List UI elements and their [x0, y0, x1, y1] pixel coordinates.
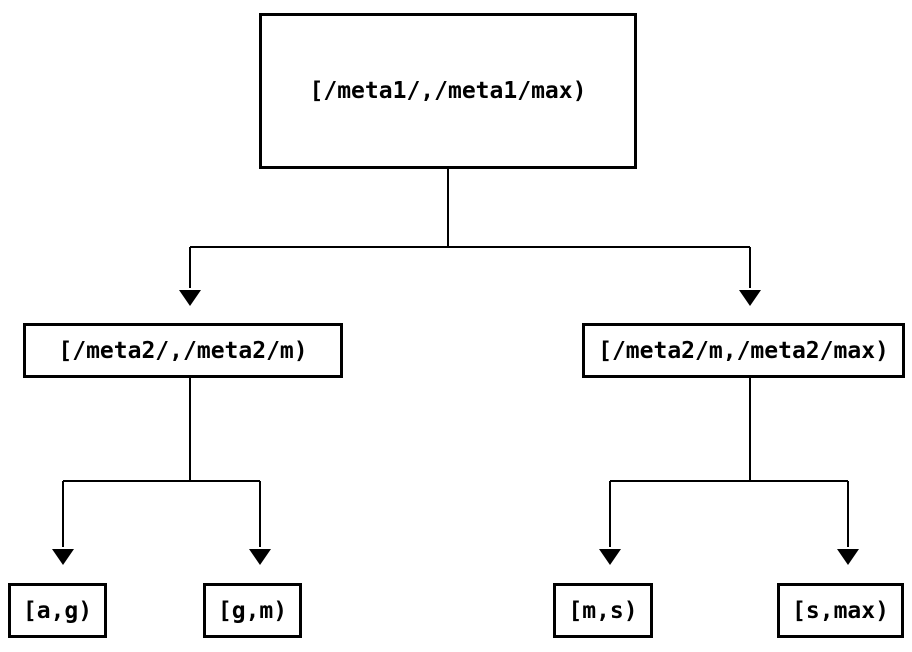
node-meta2-left: [/meta2/,/meta2/m) [23, 323, 343, 378]
arrowhead-down-icon [52, 549, 74, 565]
edge-root-to-children [179, 169, 761, 306]
node-meta2-right: [/meta2/m,/meta2/max) [582, 323, 905, 378]
arrowhead-down-icon [249, 549, 271, 565]
node-leaf-gm: [g,m) [203, 583, 302, 638]
arrowhead-down-icon [179, 290, 201, 306]
node-root: [/meta1/,/meta1/max) [259, 13, 637, 169]
node-meta2-left-label: [/meta2/,/meta2/m) [58, 337, 308, 364]
node-leaf-ms-label: [m,s) [568, 597, 638, 624]
node-meta2-right-label: [/meta2/m,/meta2/max) [598, 337, 889, 364]
arrowhead-down-icon [837, 549, 859, 565]
node-leaf-ms: [m,s) [553, 583, 653, 638]
edge-meta2-left-to-children [52, 378, 271, 565]
node-leaf-smax: [s,max) [777, 583, 904, 638]
node-leaf-ag-label: [a,g) [22, 597, 93, 624]
edge-meta2-right-to-children [599, 378, 859, 565]
node-leaf-smax-label: [s,max) [792, 597, 889, 624]
arrowhead-down-icon [739, 290, 761, 306]
node-root-label: [/meta1/,/meta1/max) [309, 78, 587, 104]
arrowhead-down-icon [599, 549, 621, 565]
node-leaf-ag: [a,g) [8, 583, 107, 638]
node-leaf-gm-label: [g,m) [217, 597, 288, 624]
